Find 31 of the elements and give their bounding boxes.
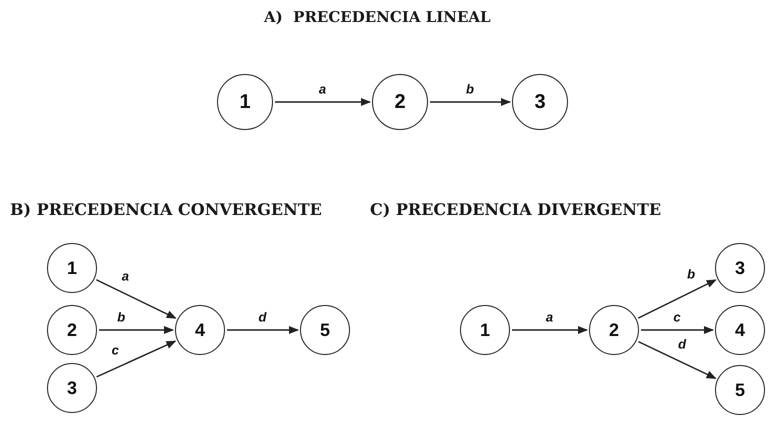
event-circle: 3 — [715, 243, 765, 293]
edge-label: b — [464, 82, 476, 96]
arrow — [638, 279, 717, 319]
edge-label: b — [115, 310, 128, 324]
edge-label: d — [256, 310, 268, 324]
section-heading: B) PRECEDENCIA CONVERGENTE — [10, 200, 322, 219]
event-circle: 1 — [460, 305, 510, 355]
event-circle: 1 — [47, 243, 97, 293]
event-circle: 3 — [512, 74, 568, 130]
event-circle: 3 — [47, 363, 97, 413]
event-circle: 5 — [300, 305, 350, 355]
section-heading: C) PRECEDENCIA DIVERGENTE — [370, 200, 662, 219]
arrow — [430, 98, 511, 106]
arrow — [96, 340, 176, 378]
event-circle: 5 — [715, 365, 765, 415]
event-circle: 1 — [217, 74, 273, 130]
event-circle: 4 — [175, 305, 225, 355]
arrow — [275, 98, 371, 106]
arrow — [96, 279, 177, 319]
event-circle: 4 — [715, 305, 765, 355]
arrow — [99, 326, 174, 334]
arrow — [638, 340, 717, 380]
event-circle: 2 — [589, 305, 639, 355]
edge-label: d — [676, 336, 688, 352]
arrow — [641, 326, 714, 334]
arrow — [227, 326, 299, 334]
edge-label: b — [685, 266, 698, 282]
event-circle: 2 — [47, 305, 97, 355]
event-circle: 2 — [372, 74, 428, 130]
section-heading: A) PRECEDENCIA LINEAL — [264, 8, 491, 26]
arrow — [512, 326, 588, 334]
